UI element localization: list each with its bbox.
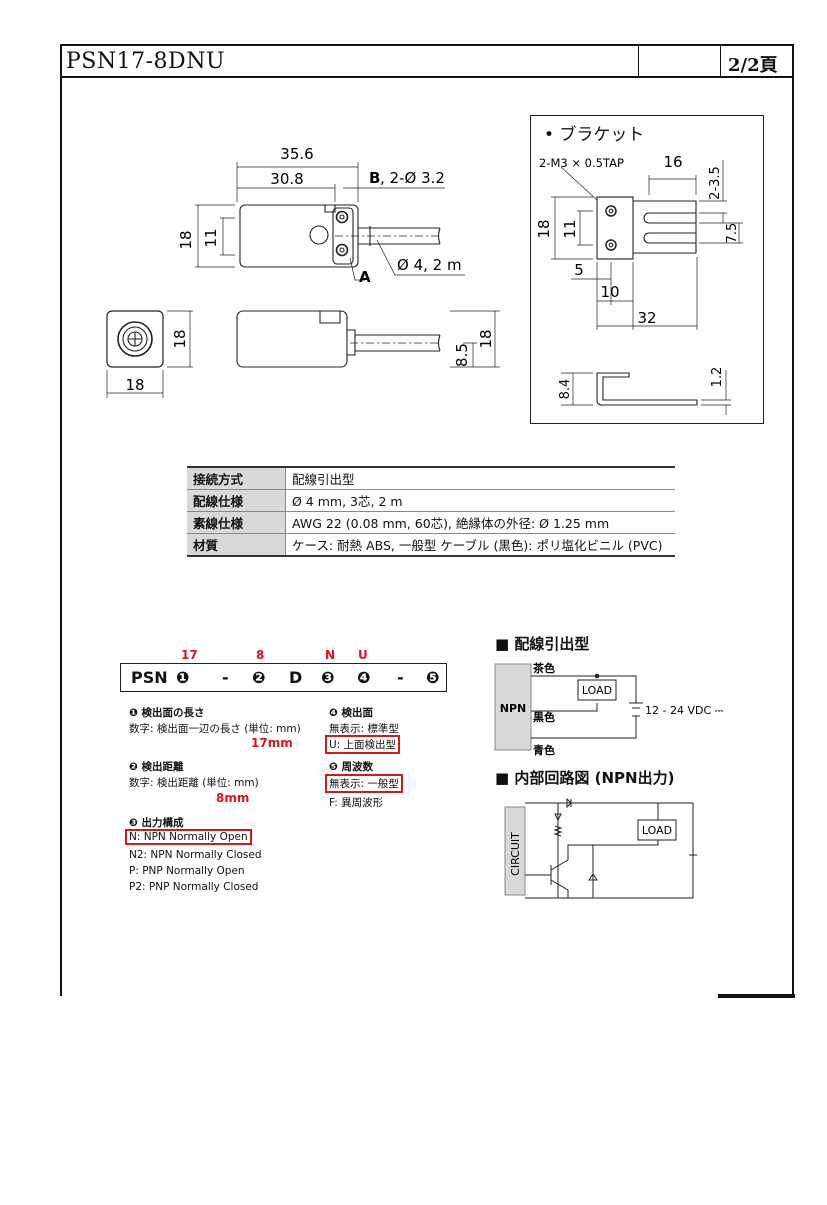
code-digit-1: ❶ <box>176 668 190 687</box>
bracket-dim-11: 11 <box>561 219 579 238</box>
legend-5-option: F: 異周波形 <box>329 797 384 809</box>
spec-key: 材質 <box>187 533 286 557</box>
spec-value: Ø 4 mm, 3芯, 2 m <box>285 489 675 512</box>
legend-1-value: 17mm <box>251 736 293 750</box>
table-row: 接続方式配線引出型 <box>187 466 675 490</box>
spec-value: ケース: 耐熱 ABS, 一般型 ケーブル (黒色): ポリ塩化ビニル (PVC… <box>285 533 675 557</box>
legend-3-heading: ❸ 出力構成 <box>129 817 184 829</box>
legend-3-option: N2: NPN Normally Closed <box>129 849 262 861</box>
wire-black: 黒色 <box>533 710 555 724</box>
dim-18-front: 18 <box>171 329 189 348</box>
code-digit-4: ❹ <box>357 668 371 687</box>
legend-1-text: 数字: 検出面一辺の長さ (単位: mm) <box>129 723 301 735</box>
code-digit-2: ❷ <box>252 668 266 687</box>
legend-4-option: 無表示: 標準型 <box>329 723 399 735</box>
code-d: D <box>289 668 303 687</box>
bracket-dim-8-4: 8.4 <box>558 379 573 400</box>
dim-8-5: 8.5 <box>453 343 471 367</box>
dim-18-width: 18 <box>125 376 144 394</box>
legend-2-text: 数字: 検出距離 (単位: mm) <box>129 777 259 789</box>
legend-3-option: P2: PNP Normally Closed <box>129 881 259 893</box>
bracket-dim-1-2: 1.2 <box>710 367 725 388</box>
bracket-tap: 2-M3 × 0.5TAP <box>539 156 624 170</box>
legend-3-selected: N: NPN Normally Open <box>125 829 252 845</box>
spec-key: 素線仕様 <box>187 511 286 534</box>
npn-label: NPN <box>500 702 526 715</box>
bracket-dim-5: 5 <box>574 261 584 279</box>
bracket-panel <box>530 115 764 424</box>
load-label: LOAD <box>582 684 612 697</box>
spec-value: 配線引出型 <box>285 466 675 490</box>
dim-30-8: 30.8 <box>270 170 303 188</box>
bracket-dim-18: 18 <box>535 219 553 238</box>
voltage-label: 12 - 24 VDC ⎓ <box>645 704 724 717</box>
bracket-dim-2-3-5: 2-3.5 <box>708 166 723 200</box>
legend-4-selected: U: 上面検出型 <box>325 735 401 754</box>
dim-b-hole: , 2-Ø 3.2 <box>380 169 445 187</box>
page-number: 2/2頁 <box>728 55 778 76</box>
bracket-dim-32: 32 <box>637 309 656 327</box>
bracket-dim-16: 16 <box>663 153 682 171</box>
bracket-title: • ブラケット <box>544 125 645 145</box>
code-dash: - <box>222 668 229 687</box>
circuit-label: CIRCUIT <box>509 832 522 876</box>
bottom-bar <box>718 994 795 998</box>
bracket-dim-7-5: 7.5 <box>725 223 740 244</box>
dim-cable: Ø 4, 2 m <box>397 256 462 274</box>
circuit-load-label: LOAD <box>642 824 672 837</box>
code-value-8: 8 <box>256 648 265 662</box>
dim-a-label: A <box>359 268 371 286</box>
model-code-box: PSN ❶ - ❷ D ❸ ❹ - ❺ <box>120 663 447 692</box>
code-value-u: U <box>358 648 368 662</box>
legend-5-selected: 無表示: 一般型 <box>325 774 403 793</box>
legend-4-heading: ❹ 検出面 <box>329 707 374 719</box>
circuit-title: ■ 内部回路図 (NPN出力) <box>495 769 675 787</box>
bracket-drawing: 2-M3 × 0.5TAP 16 2-3.5 7.5 18 11 5 10 32… <box>535 153 743 415</box>
dim-11-height: 11 <box>202 228 220 247</box>
wire-brown: 茶色 <box>532 661 555 675</box>
wire-blue: 青色 <box>533 743 555 757</box>
dim-35-6: 35.6 <box>280 145 313 163</box>
wiring-diagram: NPN 茶色 黒色 青色 LOAD 12 - 24 VDC ⎓ <box>494 661 724 757</box>
wiring-title: ■ 配線引出型 <box>495 635 590 653</box>
dim-b-label: B <box>369 169 380 187</box>
code-dash: - <box>397 668 404 687</box>
code-value-n: N <box>325 648 336 662</box>
code-digit-3: ❸ <box>321 668 335 687</box>
code-value-17: 17 <box>181 648 198 662</box>
title-block-cell <box>720 46 793 76</box>
spec-key: 配線仕様 <box>187 489 286 512</box>
legend-3-option: P: PNP Normally Open <box>129 865 245 877</box>
legend-2-value: 8mm <box>216 791 250 805</box>
dim-18-side: 18 <box>477 329 495 348</box>
bracket-dim-10: 10 <box>600 283 619 301</box>
legend-2-heading: ❷ 検出距離 <box>129 761 184 773</box>
internal-circuit-diagram: CIRCUIT LOAD <box>504 797 697 899</box>
dim-18-height: 18 <box>177 230 195 249</box>
legend-5-heading: ❺ 周波数 <box>329 761 374 773</box>
spec-value: AWG 22 (0.08 mm, 60芯), 絶縁体の外径: Ø 1.25 mm <box>285 511 675 534</box>
table-row: 材質ケース: 耐熱 ABS, 一般型 ケーブル (黒色): ポリ塩化ビニル (P… <box>187 533 675 557</box>
spec-key: 接続方式 <box>187 466 286 490</box>
code-psn: PSN <box>131 668 168 687</box>
legend-1-heading: ❶ 検出面の長さ <box>129 707 205 719</box>
model-title: PSN17-8DNU <box>66 49 225 74</box>
title-block-cell <box>638 46 721 76</box>
sensor-drawing: 35.6 30.8 B , 2-Ø 3.2 18 11 Ø 4, 2 m A 1… <box>106 145 500 398</box>
title-block: PSN17-8DNU 2/2頁 <box>60 44 794 78</box>
code-digit-5: ❺ <box>426 668 440 687</box>
